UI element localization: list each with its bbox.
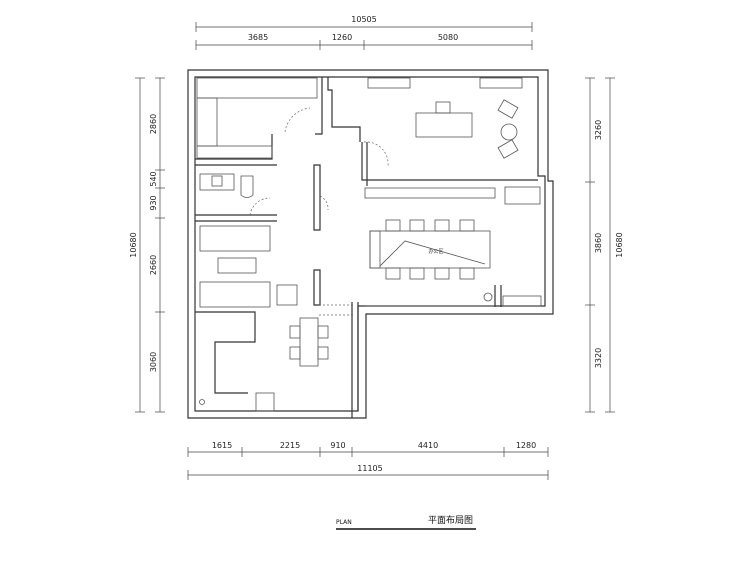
bathroom-fixtures — [199, 173, 254, 198]
dim-bottom-4: 4410 — [418, 441, 438, 450]
dim-left-2: 540 — [149, 171, 158, 186]
dimension-right — [585, 77, 615, 413]
interior-walls — [195, 77, 538, 418]
drawing-title: 平面布局图 — [428, 514, 473, 526]
dim-top-total: 10505 — [351, 15, 376, 24]
dim-top-2: 1260 — [332, 33, 352, 42]
dim-right-3: 3320 — [594, 348, 603, 368]
floor-drain — [199, 399, 205, 405]
dim-top-3: 5080 — [438, 33, 458, 42]
dim-top-1: 3685 — [248, 33, 268, 42]
dimension-bottom — [187, 447, 549, 480]
dim-left-3: 930 — [149, 195, 158, 210]
dimension-top — [195, 22, 533, 50]
doors — [249, 107, 389, 316]
sofa — [199, 225, 298, 308]
dim-left-4: 2660 — [149, 255, 158, 275]
bed — [196, 77, 318, 159]
conference-table — [369, 219, 491, 280]
dim-bottom-1: 1615 — [212, 441, 232, 450]
room-label-office: 办公区 — [428, 248, 443, 255]
desk — [415, 99, 519, 159]
cabinets — [364, 77, 542, 307]
plan-label: PLAN — [336, 519, 352, 526]
dining-table — [289, 317, 329, 367]
dim-bottom-2: 2215 — [280, 441, 300, 450]
dim-left-1: 2860 — [149, 114, 158, 134]
dimension-left — [135, 77, 165, 413]
dim-bottom-5: 1280 — [516, 441, 536, 450]
dim-right-1: 3260 — [594, 120, 603, 140]
cabinet-small — [255, 392, 275, 412]
dim-right-total: 10680 — [615, 232, 624, 257]
dim-right-2: 3860 — [594, 233, 603, 253]
dim-left-5: 3060 — [149, 352, 158, 372]
plant — [483, 292, 493, 302]
exterior-walls — [187, 69, 554, 419]
dim-bottom-3: 910 — [330, 441, 345, 450]
dim-bottom-total: 11105 — [357, 464, 382, 473]
dim-left-total: 10680 — [129, 232, 138, 257]
